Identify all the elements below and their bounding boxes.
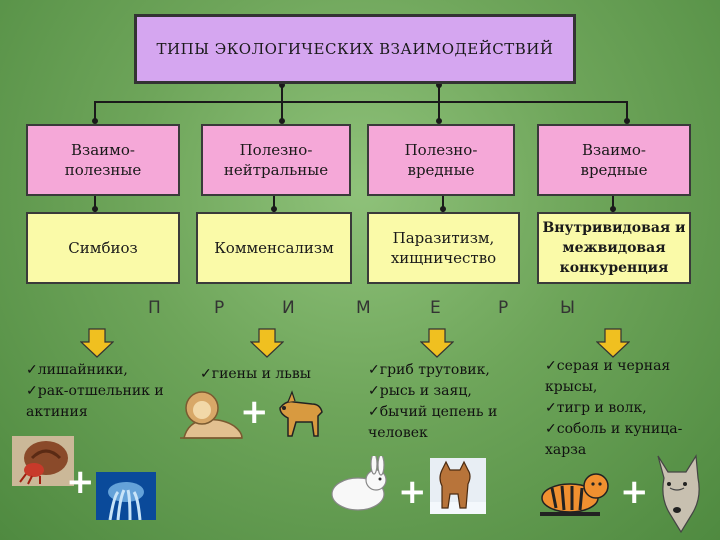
hyena-icon — [279, 390, 323, 437]
diagram-title: ТИПЫ ЭКОЛОГИЧЕСКИХ ВЗАИМОДЕЙСТВИЙ — [134, 14, 576, 84]
connector-2 — [281, 84, 283, 123]
connector-dot — [279, 82, 285, 88]
type-competition: Внутривидовая и межвидовая конкуренция — [537, 212, 691, 284]
type-parasitism: Паразитизм, хищничество — [367, 212, 520, 284]
down-arrow-icon — [80, 328, 114, 358]
connector-down-4 — [612, 196, 614, 212]
connector-dot — [271, 206, 277, 212]
category-mutually-harmful: Взаимо- вредные — [537, 124, 691, 196]
tiger-icon — [540, 473, 609, 516]
examples-letter: Р — [498, 298, 509, 318]
category-beneficial-harmful: Полезно- вредные — [367, 124, 515, 196]
hare-icon — [331, 456, 387, 511]
connector-1 — [94, 101, 96, 123]
examples-letter: Е — [430, 298, 441, 318]
examples-commensalism: ✓гиены и львы — [200, 366, 311, 382]
connector-dot — [440, 206, 446, 212]
examples-parasitism: ✓гриб трутовик, ✓рысь и заяц, ✓бычий цеп… — [368, 362, 498, 441]
connector-down-2 — [273, 196, 275, 212]
category-beneficial-neutral: Полезно- нейтральные — [201, 124, 351, 196]
examples-letter: И — [282, 298, 295, 318]
examples-letter: Р — [214, 298, 225, 318]
type-commensalism: Комменсализм — [196, 212, 352, 284]
connector-3 — [438, 84, 440, 123]
connector-dot — [624, 118, 630, 124]
connector-4 — [626, 101, 628, 123]
examples-letter: М — [356, 298, 371, 318]
connector-dot — [610, 206, 616, 212]
down-arrow-icon — [596, 328, 630, 358]
plus-sign: + — [620, 472, 649, 512]
category-mutually-beneficial: Взаимо- полезные — [26, 124, 180, 196]
connector-dot — [436, 118, 442, 124]
connector-dot — [92, 206, 98, 212]
plus-sign: + — [240, 392, 269, 432]
down-arrow-icon — [420, 328, 454, 358]
examples-competition: ✓серая и черная крысы, ✓тигр и волк, ✓со… — [545, 358, 683, 458]
connector-dot — [279, 118, 285, 124]
examples-symbiosis: ✓лишайники, ✓рак-отшельник и актиния — [26, 362, 164, 420]
connector-dot — [436, 82, 442, 88]
connector-horizontal — [94, 101, 628, 103]
sea-anemone-icon — [96, 472, 156, 520]
down-arrow-icon — [250, 328, 284, 358]
examples-letter: П — [148, 298, 161, 318]
lion-icon — [180, 391, 243, 439]
wolf-icon — [657, 454, 700, 534]
connector-down-1 — [94, 196, 96, 212]
type-symbiosis: Симбиоз — [26, 212, 180, 284]
hermit-crab-icon — [12, 436, 74, 486]
connector-down-3 — [442, 196, 444, 212]
examples-letter: Ы — [560, 298, 575, 318]
plus-sign: + — [66, 462, 95, 502]
connector-dot — [92, 118, 98, 124]
plus-sign: + — [398, 472, 427, 512]
lynx-icon — [430, 458, 486, 514]
